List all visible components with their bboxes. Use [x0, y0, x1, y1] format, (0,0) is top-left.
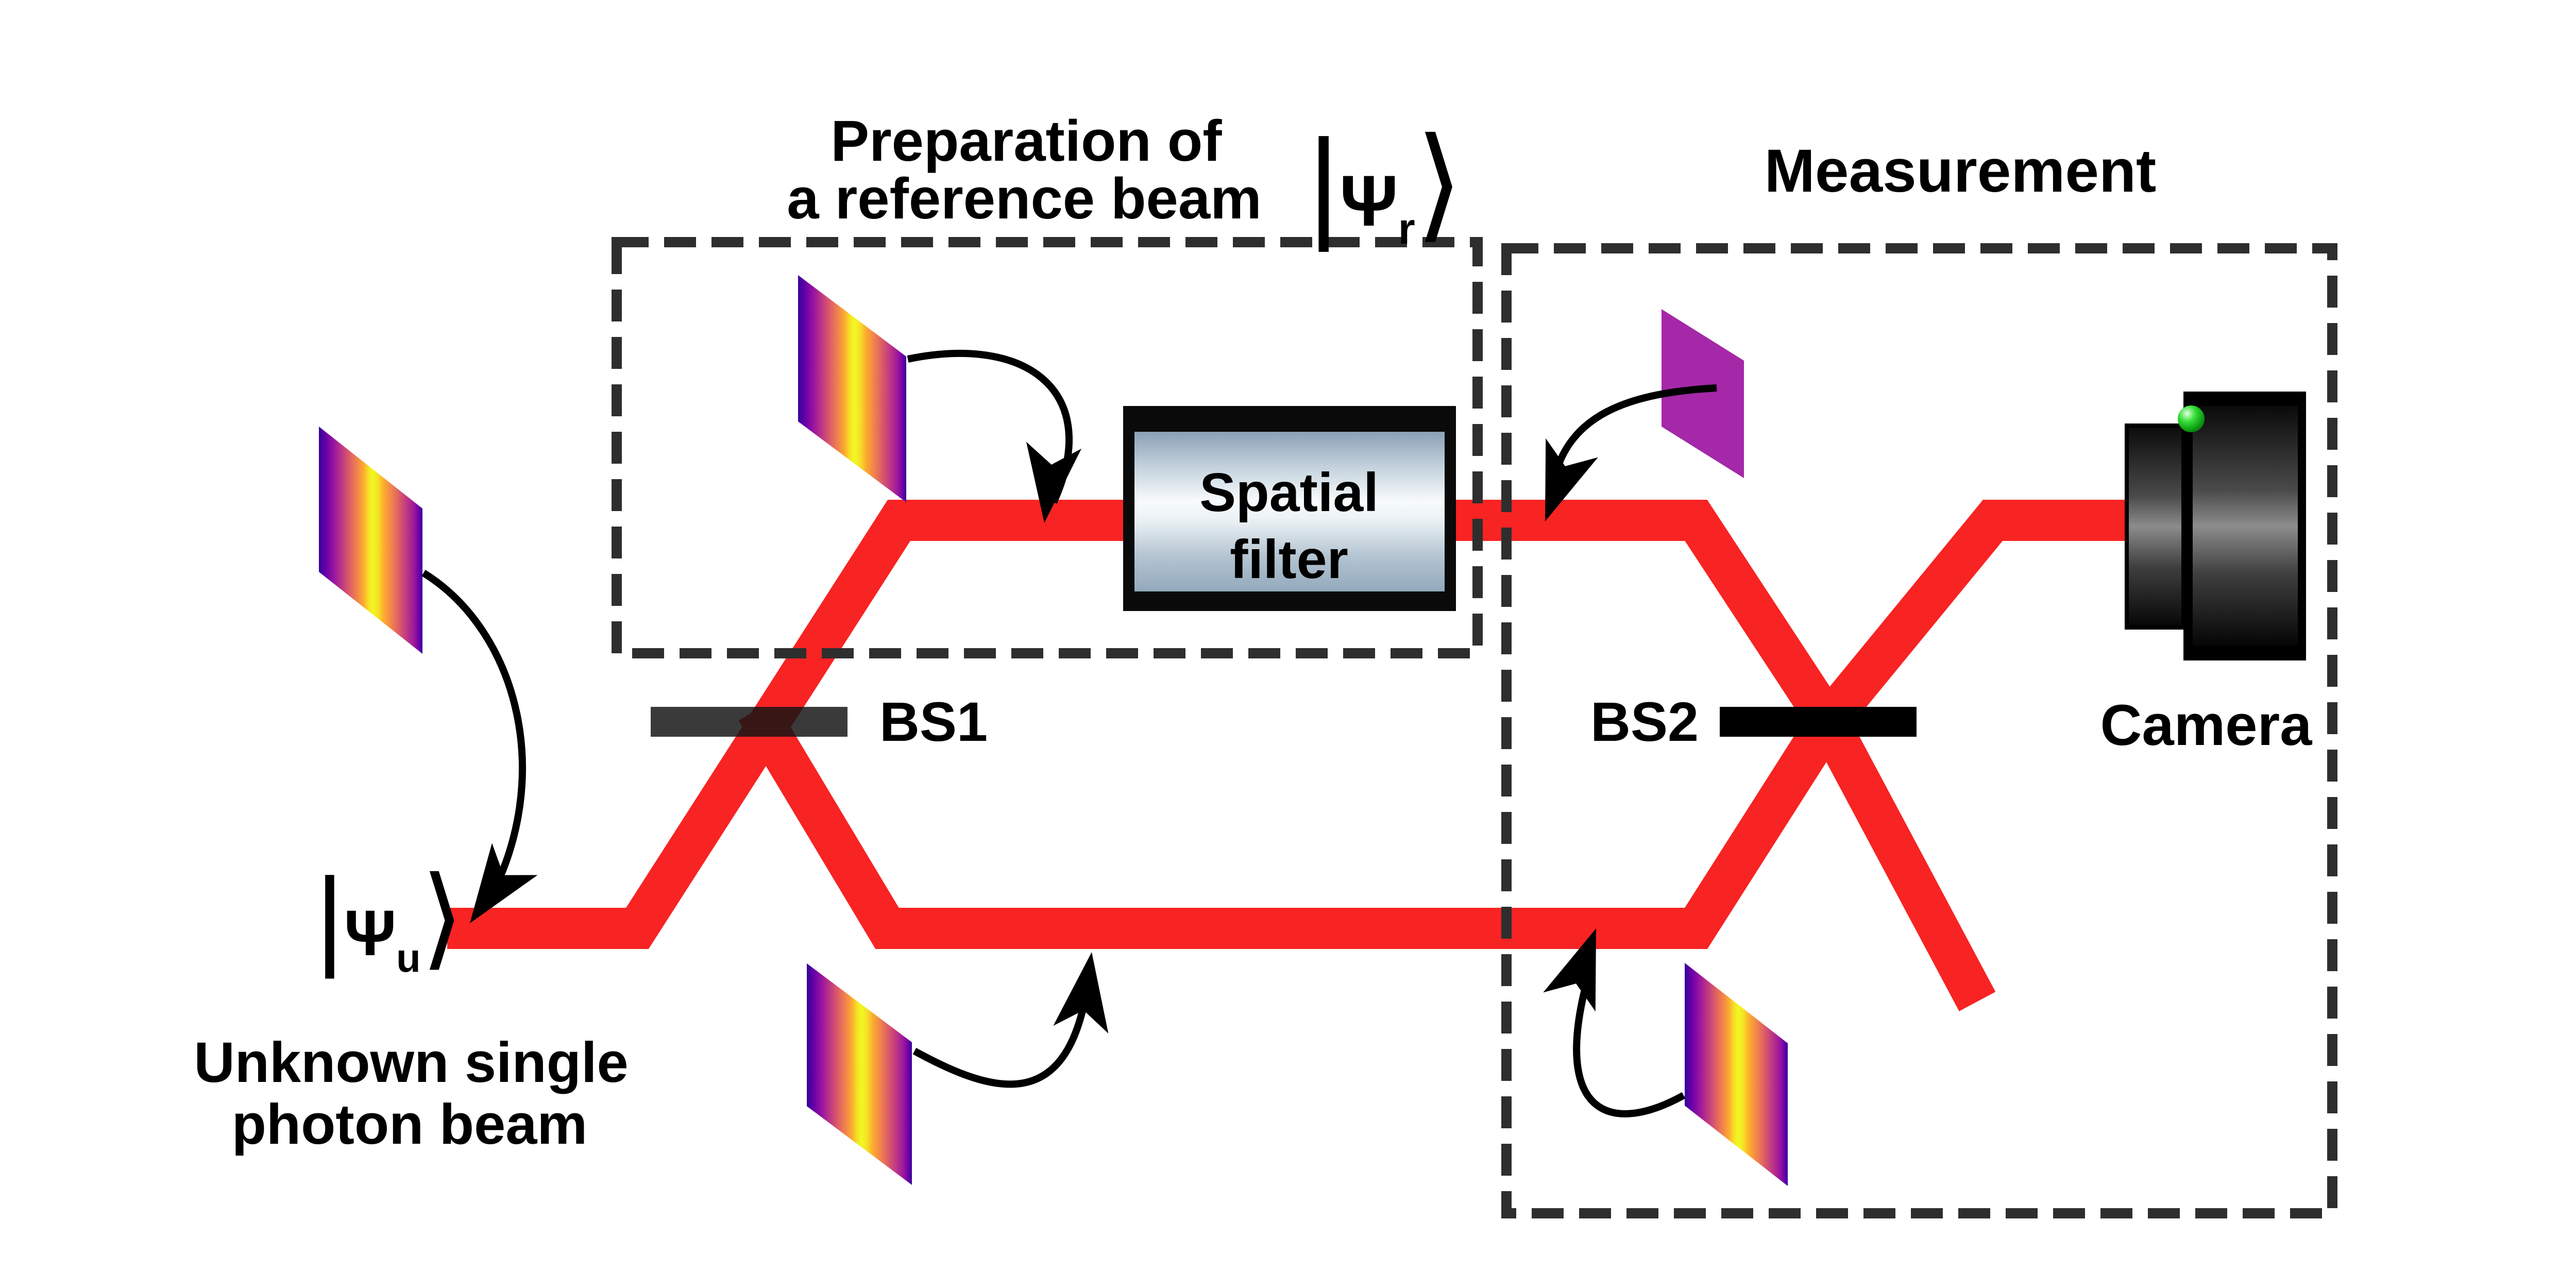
camera: Camera — [2100, 392, 2313, 757]
arrow-curve-lower-inset — [912, 981, 1092, 1088]
unknown-caption-line2: photon beam — [232, 1093, 588, 1156]
beam-splitter-1: BS1 — [651, 690, 988, 753]
beam-profile-insets — [319, 275, 1788, 1186]
spatial-filter-label-line1: Spatial — [1199, 462, 1379, 523]
camera-lens-barrel — [2125, 423, 2185, 630]
ket-unknown-state: |Ψu⟩ — [315, 855, 464, 980]
arrowhead-measurement-lower-inset — [1543, 928, 1596, 1012]
arrowhead-reference-inset — [1026, 442, 1082, 523]
ket-u-subscript: u — [396, 935, 421, 980]
preparation-title-line1: Preparation of — [831, 109, 1222, 173]
measurement-title: Measurement — [1765, 137, 2157, 205]
arrowhead-lower-inset — [1053, 952, 1109, 1034]
bs1-bar — [651, 707, 848, 737]
measurement-box — [1501, 243, 2337, 1218]
ket-reference-state: |Ψr⟩ — [1308, 114, 1463, 253]
ket-r-rangle: ⟩ — [1415, 114, 1464, 252]
unknown-beam-caption: Unknown single photon beam — [194, 1031, 628, 1156]
preparation-title-line2: a reference beam — [787, 166, 1261, 231]
beam-profile-inset-input — [319, 427, 422, 654]
ket-r-subscript: r — [1398, 205, 1415, 253]
camera-led-icon — [2178, 405, 2205, 432]
section-titles: Preparation of a reference beam Measurem… — [787, 109, 2156, 231]
beam-splitter-2: BS2 — [1590, 690, 1917, 753]
beam-lower-arm-output — [738, 500, 2154, 949]
camera-label: Camera — [2100, 693, 2313, 757]
ket-u-rangle: ⟩ — [421, 855, 464, 979]
ket-u-psi: Ψ — [344, 897, 396, 969]
preparation-box — [612, 237, 1483, 658]
beam-profile-inset-reference-before-filter — [798, 275, 906, 502]
beam-profile-inset-lower-arm-measurement — [1685, 963, 1788, 1186]
annotation-arrows — [421, 349, 1717, 1117]
beam-profile-inset-lower-arm — [807, 963, 912, 1185]
ket-u-bar: | — [315, 855, 344, 979]
bs2-label: BS2 — [1590, 690, 1699, 753]
spatial-filter: Spatial filter — [1123, 406, 1456, 611]
bs2-bar — [1720, 707, 1917, 737]
bs1-label: BS1 — [879, 690, 988, 753]
arrow-curve-input-inset — [421, 570, 526, 906]
ket-r-bar: | — [1308, 114, 1340, 252]
unknown-caption-line1: Unknown single — [194, 1031, 628, 1094]
camera-body-face — [2193, 406, 2298, 646]
ket-r-psi: Ψ — [1340, 160, 1398, 241]
arrowhead-filtered-inset — [1545, 438, 1598, 521]
spatial-filter-body — [1134, 432, 1445, 591]
arrow-curve-measurement-lower-inset — [1573, 991, 1686, 1117]
beam-profile-inset-filtered-uniform — [1662, 309, 1744, 478]
spatial-filter-label-line2: filter — [1230, 529, 1348, 590]
arrowhead-input-inset — [470, 843, 538, 923]
